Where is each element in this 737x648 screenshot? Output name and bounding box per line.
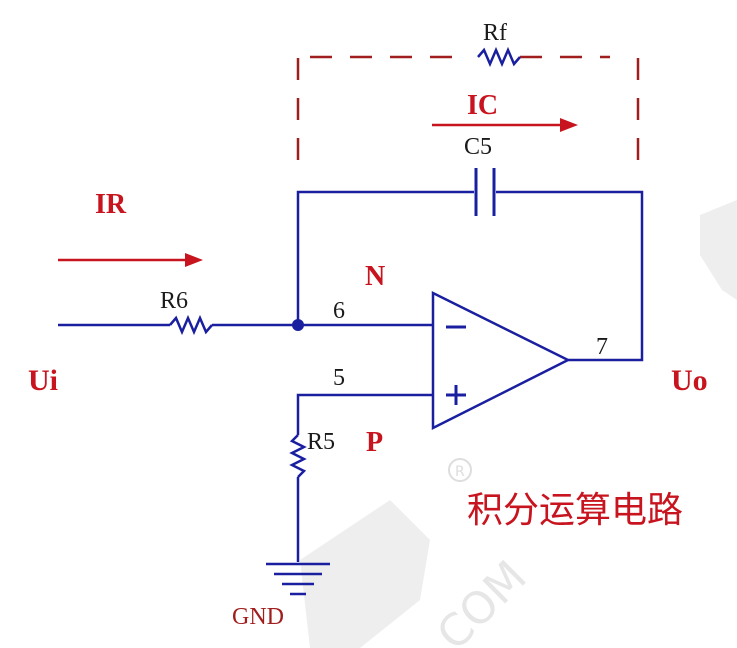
p-label: P [366, 427, 383, 458]
r5-label: R5 [307, 429, 335, 455]
ground-icon [266, 562, 330, 596]
c5-label: C5 [464, 134, 492, 160]
dashed-feedback-box [296, 55, 640, 160]
ir-label: IR [95, 189, 127, 220]
watermark-text: .COM [418, 551, 537, 648]
rf-label: Rf [483, 20, 507, 46]
noninverting-wire [289, 393, 433, 562]
junction-dot [292, 319, 304, 331]
feedback-wires [296, 190, 644, 362]
watermark-shape-bottom [300, 500, 430, 648]
input-wire [58, 314, 433, 336]
ui-label: Ui [28, 364, 58, 397]
pin-5-label: 5 [333, 365, 345, 391]
r6-label: R6 [160, 288, 188, 314]
watermark-registered-r: R [455, 464, 465, 480]
ic-arrow [432, 118, 578, 132]
watermark-shape-right [700, 200, 737, 300]
capacitor-plates [474, 168, 496, 216]
opamp-plus-sign [446, 385, 466, 405]
ic-label: IC [467, 90, 498, 121]
watermark-registered-ring [448, 458, 472, 482]
uo-label: Uo [671, 364, 708, 397]
circuit-title: 积分运算电路 [467, 490, 683, 531]
pin-7-label: 7 [596, 334, 608, 360]
pin-6-label: 6 [333, 298, 345, 324]
rf-resistor [477, 46, 521, 68]
opamp-triangle [431, 290, 571, 431]
gnd-label: GND [232, 604, 284, 630]
n-label: N [365, 261, 385, 292]
ir-arrow [58, 253, 203, 267]
